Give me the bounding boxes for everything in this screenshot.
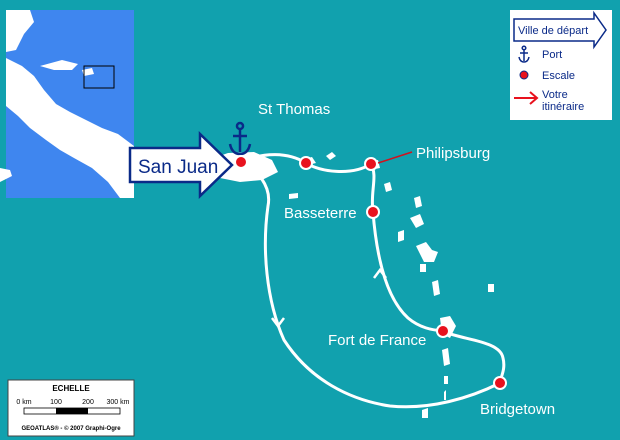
start-arrow-shape bbox=[128, 131, 234, 199]
stop-basseterre bbox=[366, 205, 380, 219]
legend: Ville de départ Port Escale Votre itinér… bbox=[510, 10, 612, 120]
anchor-icon bbox=[228, 121, 252, 156]
st-vincent bbox=[444, 376, 448, 384]
start-label: San Juan bbox=[138, 157, 218, 178]
legend-anchor-icon bbox=[518, 45, 530, 63]
island-small-f bbox=[420, 264, 426, 272]
scale-box: ECHELLE 0 km 100 200 300 km GEOATLAS® - … bbox=[7, 379, 135, 437]
grenadines bbox=[444, 390, 446, 400]
stop-st-thomas bbox=[299, 156, 313, 170]
legend-red-arrow-icon bbox=[514, 91, 539, 105]
stop-san-juan bbox=[234, 155, 248, 169]
stop-philipsburg bbox=[364, 157, 378, 171]
stop-fort-de-france bbox=[436, 324, 450, 338]
route-arrow-down bbox=[271, 317, 285, 329]
grenada bbox=[422, 408, 428, 418]
stop-bridgetown bbox=[493, 376, 507, 390]
legend-itinerary-line2: itinéraire bbox=[542, 101, 584, 113]
island-small-e bbox=[398, 230, 404, 242]
port-stops bbox=[234, 155, 507, 390]
scale-credit: GEOATLAS® - © 2007 Graphi-Ogre bbox=[21, 425, 121, 432]
island-small-c bbox=[384, 182, 392, 192]
scale-tick-100: 100 bbox=[50, 399, 62, 406]
island-small-g bbox=[488, 284, 494, 292]
inset-cuba bbox=[40, 60, 78, 70]
legend-escale-label: Escale bbox=[542, 70, 575, 82]
legend-port-label: Port bbox=[542, 49, 562, 61]
inset-hispaniola bbox=[82, 68, 94, 76]
inset-map bbox=[6, 10, 134, 198]
label-bridgetown: Bridgetown bbox=[480, 401, 555, 418]
scale-tick-300: 300 km bbox=[107, 399, 130, 406]
inset-locator-box bbox=[83, 65, 115, 89]
island-small-d bbox=[410, 214, 424, 228]
label-fort-de-france: Fort de France bbox=[328, 332, 426, 349]
st-lucia bbox=[442, 348, 450, 366]
label-basseterre: Basseterre bbox=[284, 205, 357, 222]
island-small-h bbox=[0, 168, 12, 182]
dominica bbox=[432, 280, 440, 296]
start-arrow: San Juan bbox=[128, 131, 234, 199]
philipsburg-leader-line bbox=[377, 151, 413, 164]
legend-red-dot-icon bbox=[519, 70, 529, 80]
antigua bbox=[414, 196, 422, 208]
scale-tick-0: 0 km bbox=[16, 399, 31, 406]
legend-title: Ville de départ bbox=[518, 25, 588, 37]
label-st-thomas: St Thomas bbox=[258, 101, 330, 118]
island-small-a bbox=[326, 152, 336, 160]
legend-itinerary-line1: Votre bbox=[542, 89, 568, 101]
legend-start-arrow bbox=[513, 10, 607, 50]
label-philipsburg: Philipsburg bbox=[416, 145, 490, 162]
scale-title: ECHELLE bbox=[52, 384, 90, 393]
inset-land-central-america bbox=[6, 58, 134, 198]
scale-bar-segment bbox=[56, 408, 88, 414]
island-small-b bbox=[289, 193, 298, 199]
inset-land-north bbox=[6, 10, 34, 52]
guadeloupe bbox=[416, 242, 438, 262]
scale-tick-200: 200 bbox=[82, 399, 94, 406]
route-arrow-up bbox=[373, 267, 387, 279]
